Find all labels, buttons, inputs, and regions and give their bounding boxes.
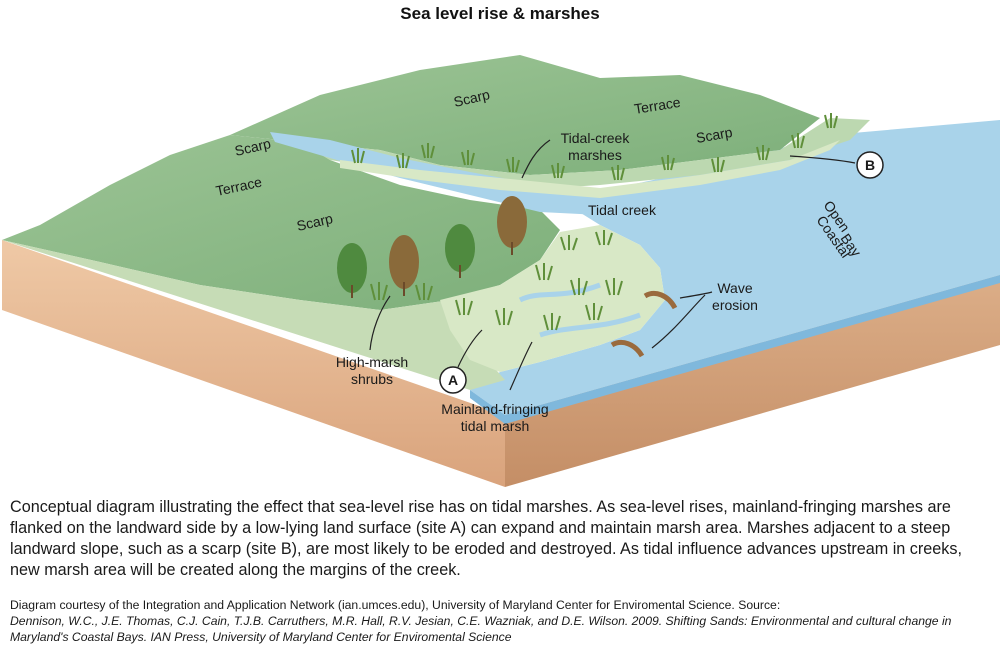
creek-marsh-strip	[340, 125, 855, 198]
soil-front-face	[2, 240, 505, 487]
credit-line: Diagram courtesy of the Integration and …	[10, 597, 995, 645]
label-terrace-top-right: Terrace	[633, 94, 682, 117]
tree-1	[337, 243, 367, 298]
wave-arrow-lower	[610, 340, 645, 358]
site-b-letter: B	[865, 157, 875, 173]
site-a-letter: A	[448, 372, 458, 388]
marsh-creek-right	[539, 312, 641, 338]
caption: Conceptual diagram illustrating the effe…	[10, 498, 962, 579]
label-tidal-creek-marshes-2: marshes	[568, 147, 622, 163]
left-upland	[2, 135, 560, 310]
credit-text: Diagram courtesy of the Integration and …	[10, 598, 781, 612]
label-high-marsh-shrubs-1: High-marsh	[336, 354, 408, 370]
label-tidal-creek-marshes-1: Tidal-creek	[561, 130, 631, 146]
left-lowland	[2, 240, 505, 390]
marsh-grass-clumps	[351, 113, 838, 331]
tree-3	[445, 224, 475, 278]
fringing-marsh	[440, 225, 665, 372]
tree-4	[497, 196, 527, 255]
diagram-title: Sea level rise & marshes	[400, 4, 600, 23]
soil-side-face	[505, 275, 1000, 487]
sea-level-marsh-diagram: Scarp Terrace Scarp Tidal-creek marshes …	[2, 55, 1000, 487]
label-tidal-creek: Tidal creek	[588, 202, 657, 218]
label-scarp-right: Scarp	[695, 124, 734, 146]
wave-arrow-upper	[643, 291, 678, 310]
site-marker-a: A	[439, 366, 467, 394]
label-mainland-fringing-2: tidal marsh	[461, 418, 529, 434]
site-marker-b: B	[856, 151, 884, 179]
marsh-creek-left	[518, 282, 601, 303]
tree-2	[389, 235, 419, 296]
back-scarp-slope	[230, 55, 820, 175]
label-wave-erosion-2: erosion	[712, 297, 758, 313]
label-wave-erosion-1: Wave	[717, 280, 752, 296]
source-citation: Dennison, W.C., J.E. Thomas, C.J. Cain, …	[10, 614, 952, 644]
label-mainland-fringing-1: Mainland-fringing	[441, 401, 548, 417]
leader-lines	[369, 139, 856, 391]
label-high-marsh-shrubs-2: shrubs	[351, 371, 393, 387]
